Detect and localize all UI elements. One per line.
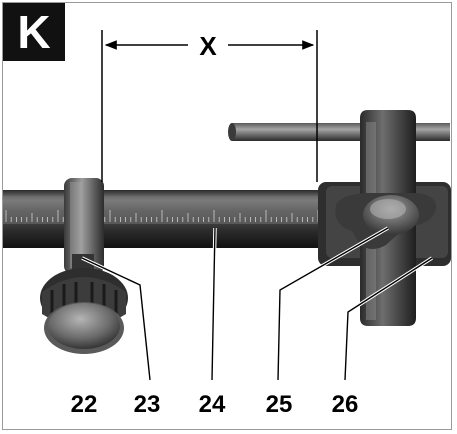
knurled-knob-22 (40, 254, 128, 354)
figure-letter-badge: K (3, 3, 65, 61)
wing-screw-25 (335, 193, 437, 249)
upper-guide-rod (228, 123, 450, 141)
stop-ring-23 (64, 178, 104, 274)
callout-23: 23 (134, 391, 161, 418)
callout-26: 26 (332, 391, 359, 418)
figure-frame (2, 2, 452, 430)
callout-22: 22 (71, 391, 98, 418)
callout-25: 25 (266, 391, 293, 418)
callout-24: 24 (199, 391, 226, 418)
leader-lines (81, 227, 433, 381)
dimension-x-label: X (199, 31, 217, 61)
dimension-x: X (101, 30, 318, 182)
